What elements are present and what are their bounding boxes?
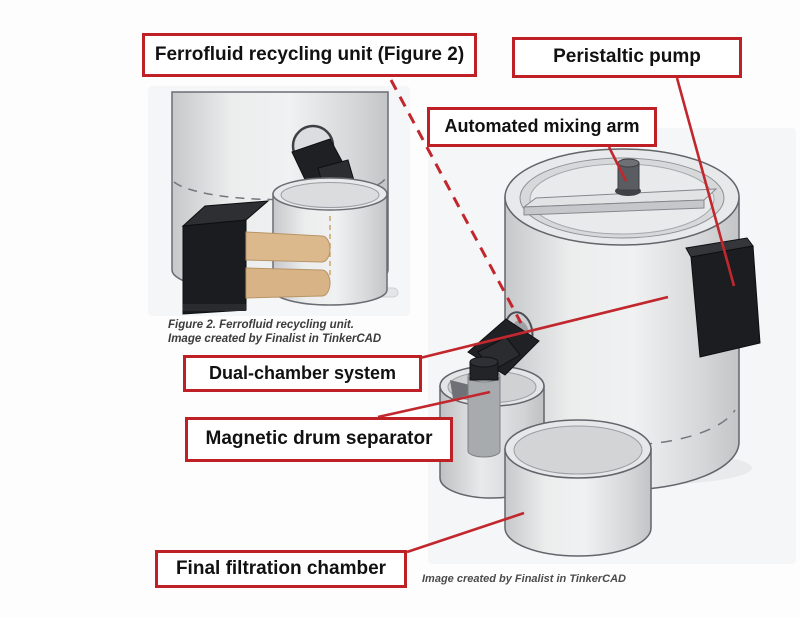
callout-dual-chamber: Dual-chamber system [183,355,422,392]
magnetic-drum [467,375,501,458]
callout-mixing-arm: Automated mixing arm [427,107,657,147]
inset-render-figure2 [148,86,410,316]
leader-mixing-arm [607,146,628,182]
leader-drum-separator [377,390,491,419]
inset-chamber-opening [280,182,380,208]
main-render-credit: Image created by Finalist in TinkerCAD [422,573,626,585]
inset-pump-box-base [183,304,246,311]
callout-filtration-chamber: Final filtration chamber [155,550,407,588]
pump-box [690,245,761,358]
inset-tube-top [245,231,331,263]
inset-pump-box [182,219,247,315]
main-render [428,128,796,564]
leader-peristaltic-pump [675,77,736,287]
filtration-chamber-opening [513,425,643,475]
filtration-chamber-body [504,448,652,557]
callout-peristaltic-pump: Peristaltic pump [512,37,742,78]
drum-cap-top [469,356,499,368]
mixing-motor-top [617,158,640,168]
leader-dual-chamber [419,295,669,360]
leader-filtration-chamber [406,511,525,554]
inset-figure-caption-line1: Figure 2. Ferrofluid recycling unit. [168,319,354,331]
inset-tube-bottom [245,267,331,299]
inset-figure-caption-line2: Image created by Finalist in TinkerCAD [168,333,382,345]
leader-lines [377,77,736,554]
inset-figure-caption: Figure 2. Ferrofluid recycling unit. Ima… [168,318,381,346]
mixing-arm-beam-side [523,199,705,216]
callout-drum-separator: Magnetic drum separator [185,417,453,462]
callout-recycling-unit: Ferrofluid recycling unit (Figure 2) [142,33,477,77]
leader-dashed-recycling-unit [389,79,523,324]
